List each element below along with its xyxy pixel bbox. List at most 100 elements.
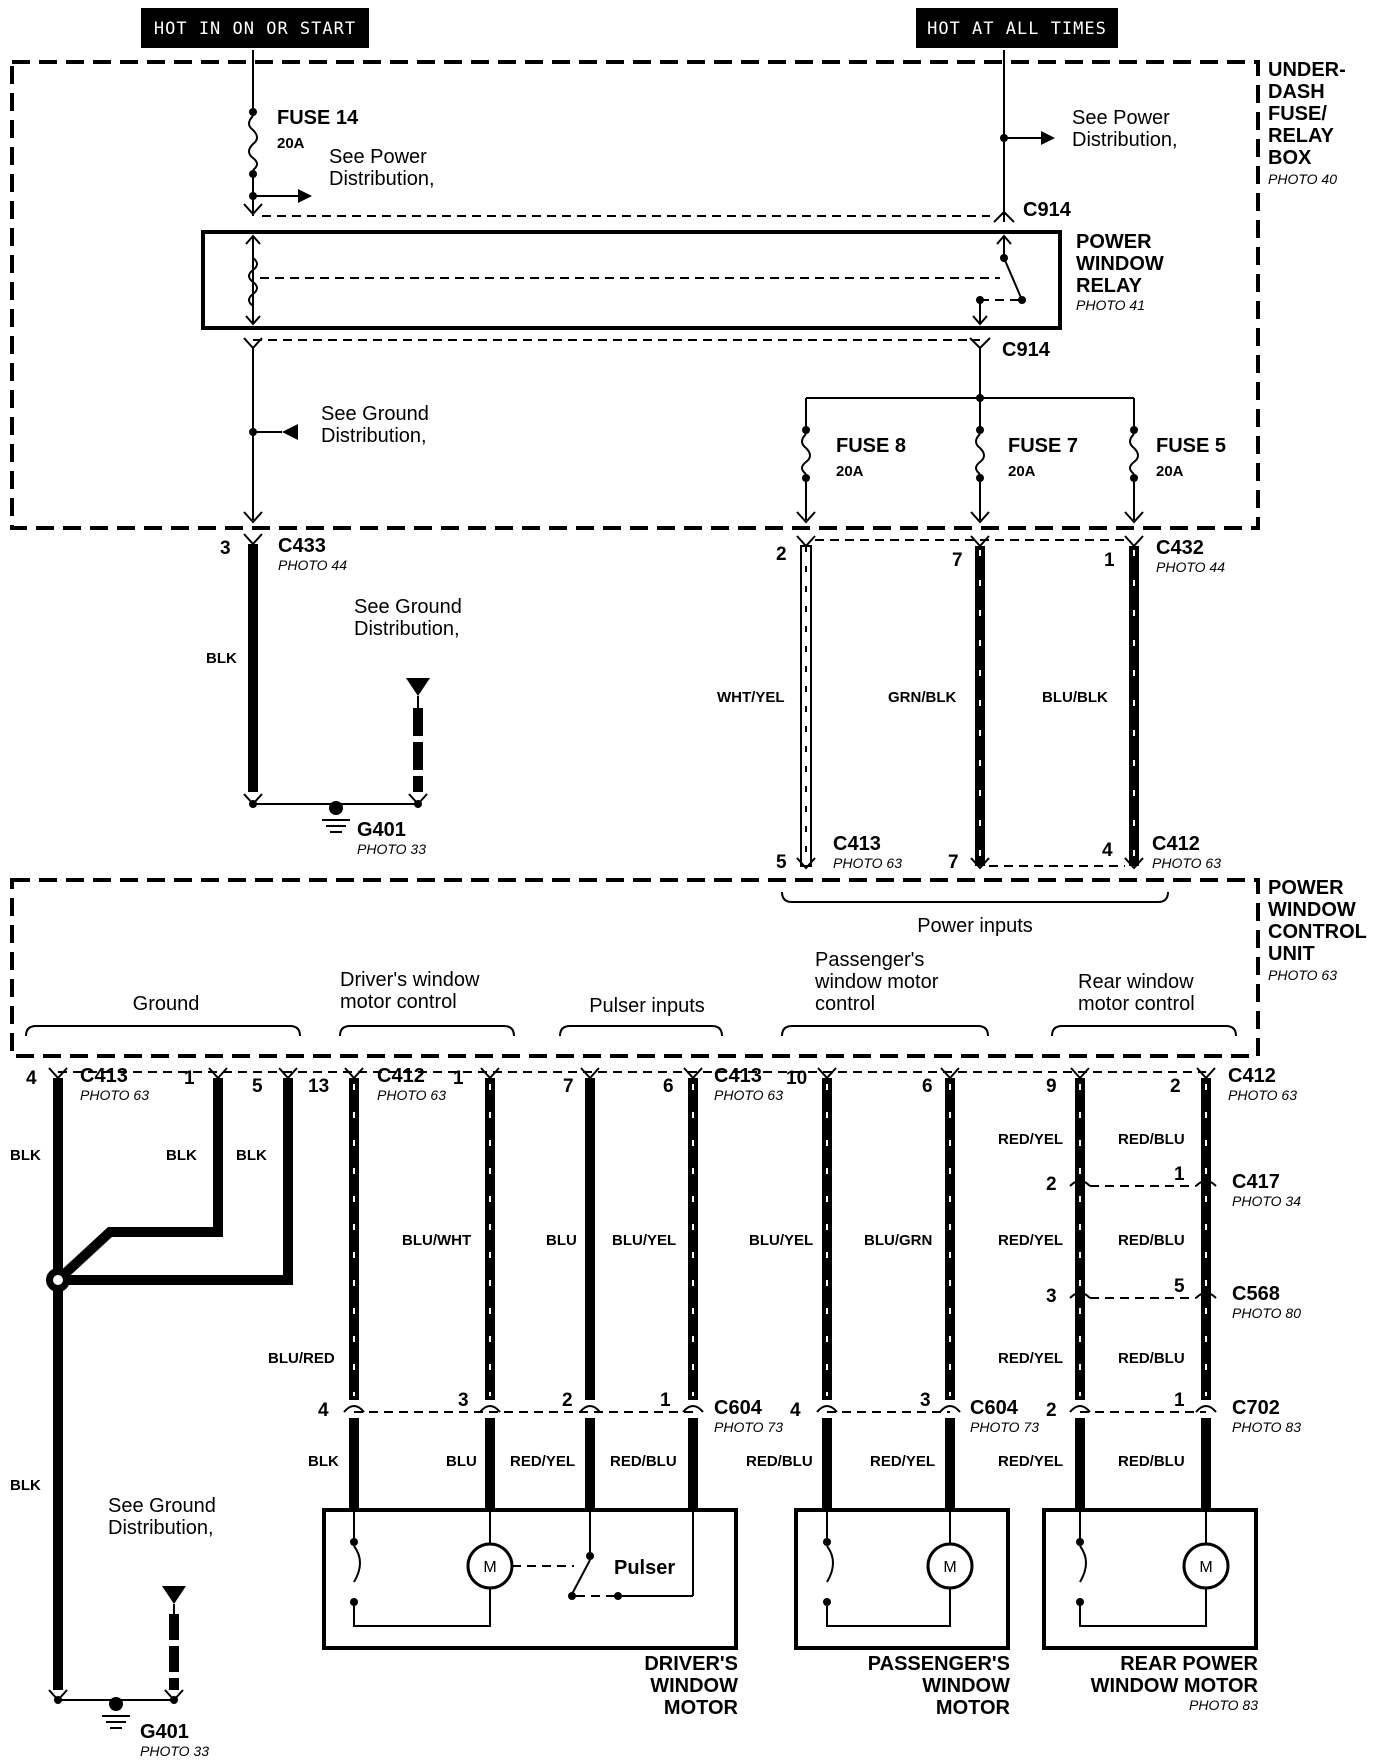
c914-top-label: C914	[1023, 199, 1072, 221]
svg-text:BLU/WHT: BLU/WHT	[402, 1232, 471, 1249]
svg-text:BLU: BLU	[446, 1453, 477, 1470]
svg-text:PHOTO 33: PHOTO 33	[357, 841, 426, 857]
svg-text:6: 6	[663, 1076, 674, 1097]
svg-text:C412: C412	[1152, 833, 1200, 855]
svg-text:PHOTO 80: PHOTO 80	[1232, 1305, 1301, 1321]
svg-text:Ground: Ground	[133, 993, 200, 1015]
svg-text:G401: G401	[140, 1721, 189, 1743]
svg-text:RED/BLU: RED/BLU	[1118, 1350, 1185, 1367]
fuse-14: FUSE 14 20A	[248, 50, 359, 216]
svg-text:RED/YEL: RED/YEL	[998, 1131, 1063, 1148]
svg-text:FUSE 14: FUSE 14	[277, 107, 359, 129]
svg-text:Passenger's: Passenger's	[815, 949, 924, 971]
svg-text:motor control: motor control	[1078, 993, 1195, 1015]
c604-passenger: 4 3 C604 PHOTO 73	[790, 1390, 1039, 1435]
svg-text:1: 1	[184, 1068, 195, 1089]
svg-text:C413: C413	[833, 833, 881, 855]
hot-in-on-header	[141, 8, 369, 48]
svg-text:BLU/YEL: BLU/YEL	[612, 1232, 676, 1249]
svg-text:BLK: BLK	[236, 1147, 267, 1164]
svg-text:See Ground: See Ground	[108, 1495, 216, 1517]
svg-text:See Power: See Power	[329, 146, 427, 168]
rear-power-window-motor: M REAR POWER WINDOW MOTOR PHOTO 83	[1042, 1508, 1259, 1713]
svg-text:BLU/GRN: BLU/GRN	[864, 1232, 932, 1249]
svg-text:RED/YEL: RED/YEL	[998, 1232, 1063, 1249]
svg-text:2: 2	[1046, 1174, 1057, 1195]
svg-text:C702: C702	[1232, 1397, 1280, 1419]
svg-text:RED/YEL: RED/YEL	[998, 1453, 1063, 1470]
svg-text:RED/BLU: RED/BLU	[746, 1453, 813, 1470]
svg-text:control: control	[815, 993, 875, 1015]
ground-branch-upper: See Ground Distribution,	[249, 348, 429, 520]
svg-text:RED/BLU: RED/BLU	[610, 1453, 677, 1470]
svg-text:BLU/BLK: BLU/BLK	[1042, 689, 1108, 706]
svg-text:POWER: POWER	[1076, 231, 1152, 253]
svg-text:BOX: BOX	[1268, 147, 1312, 169]
svg-text:Driver's window: Driver's window	[340, 969, 480, 991]
svg-text:RED/YEL: RED/YEL	[870, 1453, 935, 1470]
svg-text:BLK: BLK	[10, 1477, 41, 1494]
svg-text:3: 3	[920, 1390, 931, 1411]
power-wire-wht-yel: WHT/YEL	[717, 545, 812, 867]
see-power-left: See Power Distribution,	[249, 146, 435, 203]
svg-text:Distribution,: Distribution,	[329, 168, 435, 190]
c604-driver: 4 3 2 1 C604 PHOTO 73	[318, 1390, 783, 1435]
svg-text:GRN/BLK: GRN/BLK	[888, 689, 956, 706]
svg-text:BLK: BLK	[308, 1453, 339, 1470]
relay-internals	[245, 234, 1026, 326]
svg-text:BLK: BLK	[10, 1147, 41, 1164]
svg-text:PHOTO 44: PHOTO 44	[278, 557, 347, 573]
svg-text:FUSE 7: FUSE 7	[1008, 435, 1078, 457]
relay-title: POWER WINDOW RELAY PHOTO 41	[1076, 231, 1164, 313]
svg-text:7: 7	[952, 550, 963, 571]
svg-text:RED/BLU: RED/BLU	[1118, 1232, 1185, 1249]
svg-text:6: 6	[922, 1076, 933, 1097]
rear-motor-m: M	[1199, 1559, 1212, 1576]
hot-all-times-header	[916, 8, 1118, 48]
svg-text:MOTOR: MOTOR	[664, 1697, 739, 1719]
underdash-title: UNDER- DASH FUSE/ RELAY BOX PHOTO 40	[1268, 59, 1346, 187]
c417: 2 1 C417 PHOTO 34	[1046, 1164, 1301, 1209]
underdash-box	[10, 60, 1260, 530]
svg-text:FUSE 5: FUSE 5	[1156, 435, 1226, 457]
svg-text:2: 2	[562, 1390, 573, 1411]
svg-text:WHT/YEL: WHT/YEL	[717, 689, 785, 706]
control-groups: Ground Driver's window motor control Pul…	[25, 949, 1237, 1037]
bottom-connector-row: 4 C413 PHOTO 63 1 5 13 C412 PHOTO 63 1 7…	[26, 1065, 1297, 1103]
svg-text:20A: 20A	[836, 463, 864, 480]
svg-text:FUSE 8: FUSE 8	[836, 435, 906, 457]
c432: 2 7 1 C432 PHOTO 44	[776, 535, 1225, 575]
svg-text:BLK: BLK	[206, 650, 237, 667]
control-unit-title: POWER WINDOW CONTROL UNIT PHOTO 63	[1268, 877, 1367, 983]
svg-text:4: 4	[318, 1400, 329, 1421]
power-inputs-group: Power inputs	[781, 891, 1169, 937]
svg-text:MOTOR: MOTOR	[936, 1697, 1011, 1719]
svg-text:WINDOW MOTOR: WINDOW MOTOR	[1091, 1675, 1259, 1697]
svg-text:3: 3	[458, 1390, 469, 1411]
driver-window-motor: M Pulser DRIVER'S WINDOW MOTOR	[322, 1508, 739, 1719]
svg-text:1: 1	[1174, 1164, 1185, 1185]
svg-text:C604: C604	[714, 1397, 763, 1419]
svg-text:PHOTO 63: PHOTO 63	[1268, 967, 1337, 983]
svg-text:PHOTO 40: PHOTO 40	[1268, 171, 1337, 187]
svg-text:See Power: See Power	[1072, 107, 1170, 129]
passenger-motor-m: M	[943, 1559, 956, 1576]
svg-text:20A: 20A	[1008, 463, 1036, 480]
svg-text:C604: C604	[970, 1397, 1019, 1419]
svg-text:1: 1	[453, 1068, 464, 1089]
svg-text:PHOTO 63: PHOTO 63	[80, 1087, 149, 1103]
power-wire-grn-blk: GRN/BLK	[888, 546, 985, 866]
svg-text:C568: C568	[1232, 1283, 1280, 1305]
svg-text:1: 1	[1104, 550, 1115, 571]
svg-text:10: 10	[786, 1068, 807, 1089]
svg-text:PHOTO 63: PHOTO 63	[714, 1087, 783, 1103]
svg-text:FUSE/: FUSE/	[1268, 103, 1327, 125]
svg-text:motor control: motor control	[340, 991, 457, 1013]
svg-text:RED/YEL: RED/YEL	[510, 1453, 575, 1470]
right-feed: See Power Distribution, C914	[993, 50, 1178, 223]
svg-text:RED/BLU: RED/BLU	[1118, 1131, 1185, 1148]
svg-text:WINDOW: WINDOW	[922, 1675, 1010, 1697]
driver-motor-m: M	[483, 1559, 496, 1576]
svg-text:Rear window: Rear window	[1078, 971, 1194, 993]
svg-text:5: 5	[1174, 1276, 1185, 1297]
